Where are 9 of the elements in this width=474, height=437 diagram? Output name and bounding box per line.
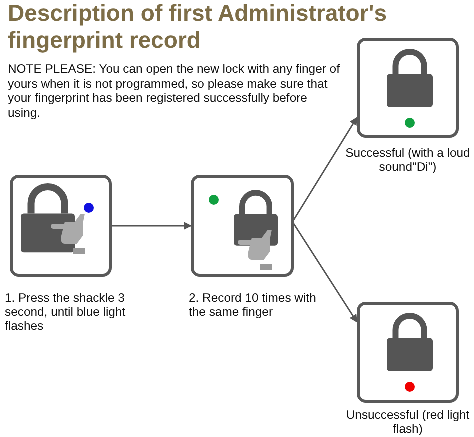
arrow — [112, 222, 192, 230]
arrow — [293, 117, 358, 220]
arrow — [293, 224, 358, 323]
step-caption: 2. Record 10 times with the same finger — [189, 291, 318, 319]
step-caption: 1. Press the shackle 3 second, until blue light flashes — [5, 291, 127, 333]
step-caption: Unsuccessful (red light flash) — [345, 408, 471, 436]
note-text: NOTE PLEASE: You can open the new lock with any finger of yours when it is not programmed, so please make sure that your fingerprint has been registered successfully before using. — [8, 62, 341, 120]
step-caption: Successful (with a loud sound"Di") — [344, 146, 472, 174]
title: Description of first Administrator's fingerprint record — [8, 0, 388, 54]
